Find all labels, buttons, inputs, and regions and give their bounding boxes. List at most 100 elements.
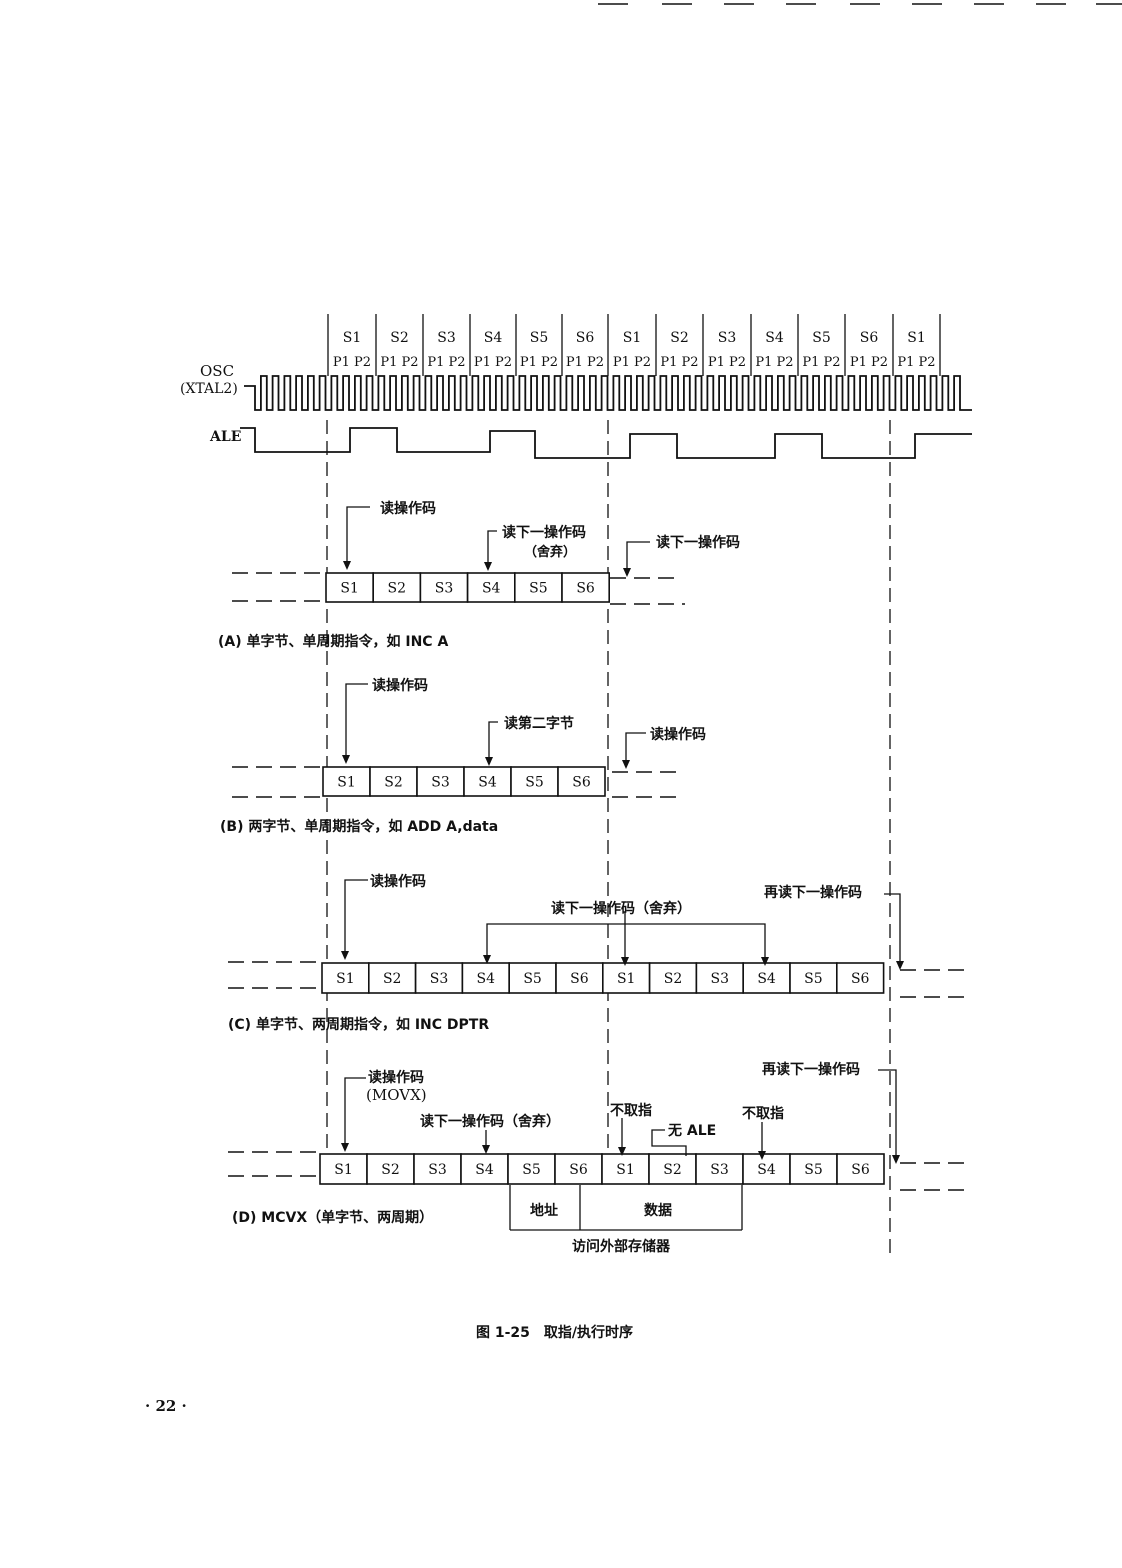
xtal-label: (XTAL2) <box>180 381 238 397</box>
case-d-note-movx: (MOVX) <box>366 1086 427 1104</box>
state-cell-label: S5 <box>804 1162 823 1178</box>
state-cell-label: S2 <box>384 775 403 791</box>
ale-waveform <box>240 427 972 459</box>
state-cell-label: S4 <box>475 1162 494 1178</box>
case-d-caption: (D) MCVX（单字节、两周期） <box>232 1209 433 1226</box>
state-cell-label: S1 <box>334 1162 353 1178</box>
case-b-note-read-opcode: 读操作码 <box>372 677 428 694</box>
state-cell-label: S5 <box>529 581 548 597</box>
state-cell-label: S5 <box>804 971 823 987</box>
state-cell <box>742 962 791 994</box>
state-label: S5 <box>530 330 549 346</box>
figure-caption: 图 1-25 取指/执行时序 <box>476 1324 633 1341</box>
case-c-note-read-opcode: 读操作码 <box>370 873 426 890</box>
case-a-arrows <box>346 506 650 575</box>
state-cell <box>695 1153 744 1185</box>
state-cell-label: S2 <box>663 1162 682 1178</box>
phase-label: P1 P2 <box>566 355 604 370</box>
state-cell-label: S3 <box>428 1162 447 1178</box>
case-c-caption: (C) 单字节、两周期指令，如 INC DPTR <box>228 1016 489 1033</box>
case-a-caption: (A) 单字节、单周期指令，如 INC A <box>218 633 448 650</box>
case-a-arrowheads <box>343 561 631 577</box>
state-cell-label: S3 <box>710 1162 729 1178</box>
state-cell <box>321 962 370 994</box>
case-d-bus-bracket <box>509 1185 743 1231</box>
case-d-bus-access: 访问外部存储器 <box>572 1238 671 1255</box>
state-label: S4 <box>484 330 503 346</box>
osc-waveform <box>244 375 972 411</box>
state-cell <box>369 766 418 797</box>
state-label: S2 <box>670 330 689 346</box>
state-label: S1 <box>623 330 642 346</box>
state-cell-label: S6 <box>576 581 595 597</box>
case-b-arrowheads <box>342 755 630 769</box>
state-cell-label: S1 <box>337 775 356 791</box>
state-cell <box>648 962 698 994</box>
state-cell-label: S1 <box>340 581 359 597</box>
state-cell-label: S6 <box>572 775 591 791</box>
state-cell <box>366 1153 415 1185</box>
case-b-dashes <box>232 766 682 798</box>
case-a-dashes <box>232 572 685 605</box>
case-c-arrowheads <box>341 951 904 970</box>
case-d-arrowheads <box>341 1143 900 1164</box>
case-d-note-read-opcode: 读操作码 <box>368 1069 424 1086</box>
phase-label: P1 P2 <box>474 355 512 370</box>
state-cell <box>742 1153 791 1185</box>
phase-label: P1 P2 <box>850 355 888 370</box>
state-cell <box>322 766 371 797</box>
state-cell-label: S1 <box>616 1162 635 1178</box>
state-cell <box>461 962 510 994</box>
state-cell-label: S4 <box>478 775 497 791</box>
phase-label: P1 P2 <box>755 355 793 370</box>
state-cell-label: S3 <box>431 775 450 791</box>
case-d-note-read-next-discard: 读下一操作码（舍弃） <box>420 1113 560 1130</box>
state-cell-label: S5 <box>523 971 542 987</box>
state-cell-label: S4 <box>757 971 776 987</box>
state-cell <box>510 766 559 797</box>
case-d-note-no-fetch-1: 不取指 <box>610 1102 652 1119</box>
phase-label: P1 P2 <box>660 355 698 370</box>
state-cell-label: S1 <box>617 971 636 987</box>
state-cell <box>789 962 838 994</box>
case-c-note-read-next-discard: 读下一操作码（舍弃） <box>551 900 691 917</box>
state-cell <box>836 1153 885 1185</box>
case-d-note-no-fetch-2: 不取指 <box>742 1105 784 1122</box>
state-cell <box>507 1153 556 1185</box>
state-cell-label: S6 <box>851 971 870 987</box>
phase-label: P1 P2 <box>520 355 558 370</box>
state-cell <box>466 572 516 603</box>
state-cell <box>413 1153 462 1185</box>
state-cell-label: S3 <box>711 971 730 987</box>
state-cell <box>557 766 606 797</box>
phase-label: P1 P2 <box>897 355 935 370</box>
case-a-note-read-next: 读下一操作码 <box>502 524 586 541</box>
case-d-bus-data: 数据 <box>644 1202 672 1219</box>
state-cell <box>367 962 417 994</box>
state-cell-label: S6 <box>570 971 589 987</box>
state-cell-label: S4 <box>757 1162 776 1178</box>
state-label: S4 <box>765 330 784 346</box>
state-cell <box>561 572 611 603</box>
case-b-caption: (B) 两字节、单周期指令，如 ADD A,data <box>220 818 498 835</box>
state-cell-label: S3 <box>430 971 449 987</box>
state-cell <box>419 572 469 603</box>
state-cell <box>835 962 885 994</box>
case-c-dashes <box>228 961 966 998</box>
phase-label: P1 P2 <box>802 355 840 370</box>
phase-label: P1 P2 <box>380 355 418 370</box>
state-label: S6 <box>576 330 595 346</box>
state-cell-label: S2 <box>388 581 407 597</box>
case-d-dashes <box>228 1151 966 1191</box>
state-label: S1 <box>343 330 362 346</box>
state-cell <box>648 1153 697 1185</box>
state-cell-label: S3 <box>435 581 454 597</box>
case-c-note-read-again: 再读下一操作码 <box>764 884 862 901</box>
state-cell <box>463 766 512 797</box>
case-d-bus-address: 地址 <box>530 1202 558 1219</box>
